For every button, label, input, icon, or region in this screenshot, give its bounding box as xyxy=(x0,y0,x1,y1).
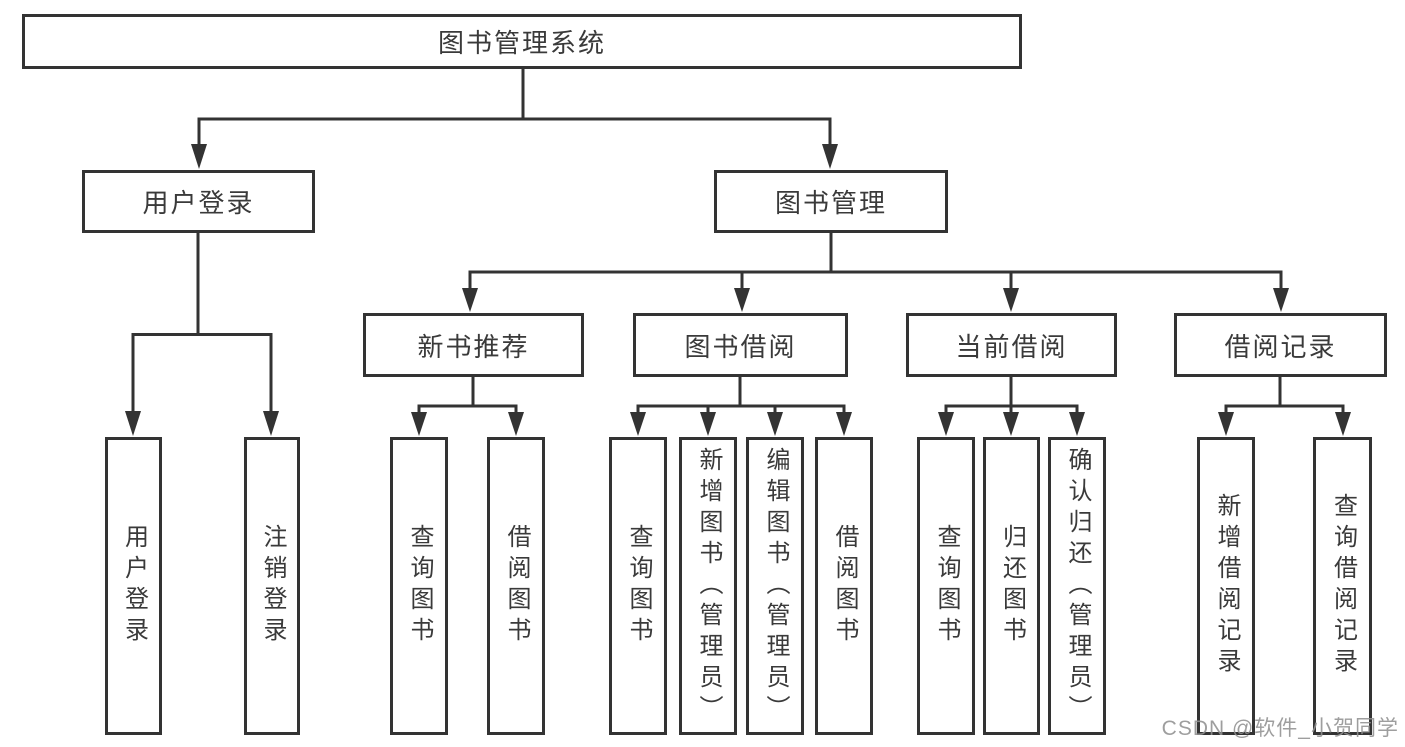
leaf-edit-books-admin: 编辑图书（管理员） xyxy=(746,437,804,735)
connector-new-book-recommendation-to-leaves xyxy=(411,377,524,436)
leaf-search-books-borrowing: 查询图书 xyxy=(609,437,667,735)
connector-current-borrowing-to-leaves xyxy=(938,377,1085,436)
leaf-confirm-return-admin: 确认归还（管理员） xyxy=(1048,437,1106,735)
leaf-logout: 注销登录 xyxy=(244,437,300,735)
leaf-search-books-recommend: 查询图书 xyxy=(390,437,448,735)
leaf-borrow-books: 借阅图书 xyxy=(815,437,873,735)
connector-book-management-to-level3 xyxy=(462,233,1289,312)
connector-book-borrowing-to-leaves xyxy=(630,377,852,436)
leaf-search-books-current: 查询图书 xyxy=(917,437,975,735)
node-book-borrowing: 图书借阅 xyxy=(633,313,848,377)
csdn-watermark: CSDN @软件_小贺同学 xyxy=(1161,717,1399,740)
connector-borrowing-records-to-leaves xyxy=(1218,377,1351,436)
node-borrowing-records: 借阅记录 xyxy=(1174,313,1387,377)
leaf-return-books: 归还图书 xyxy=(983,437,1040,735)
connector-user-login-to-leaves xyxy=(125,233,279,436)
node-library-management-system: 图书管理系统 xyxy=(22,14,1022,69)
node-new-book-recommendation: 新书推荐 xyxy=(363,313,584,377)
leaf-search-borrow-record: 查询借阅记录 xyxy=(1313,437,1372,735)
leaf-add-books-admin: 新增图书（管理员） xyxy=(679,437,737,735)
connector-root-to-level2 xyxy=(191,68,838,169)
leaf-borrow-books-recommend: 借阅图书 xyxy=(487,437,545,735)
leaf-add-borrow-record: 新增借阅记录 xyxy=(1197,437,1255,735)
leaf-user-login: 用户登录 xyxy=(105,437,162,735)
node-user-login: 用户登录 xyxy=(82,170,315,233)
node-book-management: 图书管理 xyxy=(714,170,948,233)
node-current-borrowing: 当前借阅 xyxy=(906,313,1117,377)
